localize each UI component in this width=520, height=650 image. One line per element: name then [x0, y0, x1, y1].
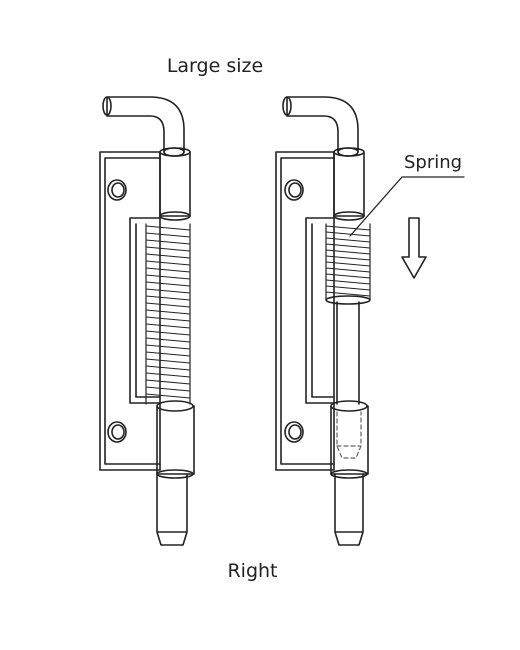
left-mount-hole-top	[107, 179, 127, 201]
right-hinge	[275, 96, 371, 546]
arrow-down-icon	[401, 217, 427, 279]
right-pin-shaft	[336, 301, 360, 405]
right-mounting-plate	[275, 151, 335, 471]
left-mount-hole-bottom	[107, 421, 127, 443]
left-bottom-knuckle	[156, 405, 195, 475]
orientation-label: Right	[227, 560, 278, 582]
right-pin-handle	[286, 96, 359, 153]
left-plate-slot	[129, 217, 161, 404]
left-pin-end	[156, 473, 188, 546]
spring-callout-label: Spring	[404, 152, 463, 173]
right-top-knuckle	[333, 151, 365, 217]
diagram-title: Large size	[166, 55, 264, 77]
right-spring	[325, 223, 371, 305]
left-mounting-plate	[99, 151, 161, 471]
left-top-knuckle	[159, 151, 191, 217]
right-plate-slot	[305, 217, 335, 404]
right-hidden-pin-tip	[336, 411, 362, 459]
right-pin-end	[334, 473, 364, 546]
left-spring	[145, 223, 191, 405]
left-hinge	[99, 96, 195, 546]
right-bottom-knuckle	[330, 405, 369, 475]
spring-leader-line	[349, 176, 465, 237]
right-mount-hole-top	[284, 179, 304, 201]
right-mount-hole-bottom	[284, 421, 304, 443]
left-pin-handle	[106, 96, 185, 153]
